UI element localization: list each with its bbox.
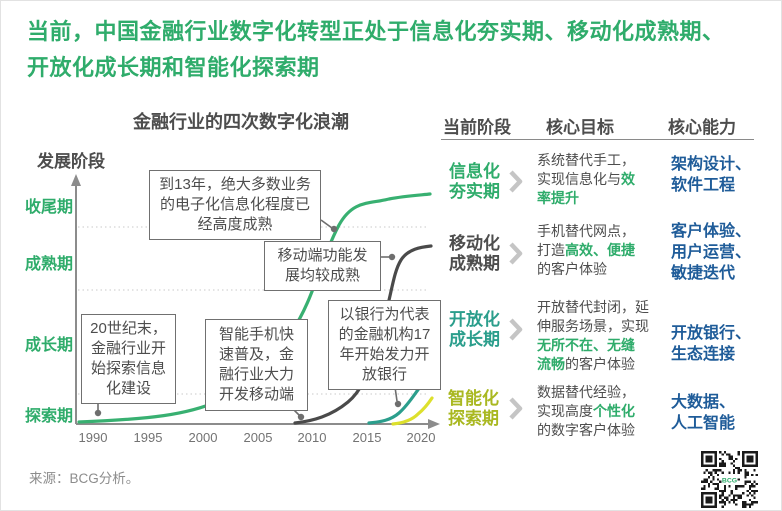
callout-info-mature: 到13年，绝大多数业务的电子化信息化程度已经高度成熟 [149,170,321,240]
stage-label-open: 开放化 成长期 [449,310,500,349]
header-core-capability: 核心能力 [668,118,736,137]
stage-label-informatization: 信息化 夯实期 [449,162,500,201]
qr-finder-patterns [701,451,758,508]
chevron-right-icon [509,397,523,420]
callout-open-start: 以银行为代表的金融机构17年开始发力开放银行 [328,300,441,390]
y-stage-label-exploration: 探索期 [24,408,73,425]
stage-label-intelligent: 智能化 探索期 [448,389,499,428]
capability-open: 开放银行、 生态连接 [671,325,752,363]
qr-code: BCG [701,451,758,508]
x-tick-2010: 2010 [297,430,327,445]
chart-title: 金融行业的四次数字化浪潮 [133,112,349,132]
goal-intelligent: 数据替代经验， 实现高度个性化 的数字客户体验 [537,384,635,438]
chevron-right-icon [509,242,523,265]
header-current-stage: 当前阶段 [443,118,511,137]
y-stage-label-ending: 收尾期 [24,199,73,216]
capability-intelligent: 大数据、 人工智能 [671,394,736,432]
x-tick-2000: 2000 [188,430,218,445]
chevron-right-icon [509,170,523,193]
goal-mobile: 手机替代网点， 打造高效、便捷 的客户体验 [537,223,635,277]
y-stage-label-maturity: 成熟期 [24,256,73,273]
page-title: 当前，中国金融行业数字化转型正处于信息化夯实期、移动化成熟期、 开放化成长期和智… [27,19,725,80]
x-tick-2015: 2015 [352,430,382,445]
x-tick-2005: 2005 [243,430,273,445]
goal-informatization: 系统替代手工， 实现信息化与效 率提升 [537,152,635,206]
y-axis-title: 发展阶段 [37,152,105,171]
header-core-goal: 核心目标 [546,118,614,137]
callout-info-start: 20世纪末，金融行业开始探索信息化建设 [81,314,176,404]
capability-informatization: 架构设计、 软件工程 [671,156,752,194]
x-tick-1990: 1990 [78,430,108,445]
chevron-right-icon [509,318,523,341]
x-tick-2020: 2020 [406,430,436,445]
header-divider [441,139,754,140]
capability-mobile: 客户体验、 用户运营、 敏捷迭代 [671,223,752,282]
stage-label-mobile: 移动化 成熟期 [449,234,500,273]
y-stage-label-growth: 成长期 [24,337,73,354]
qr-center-label: BCG [722,477,737,484]
callout-mobile-mature: 移动端功能发展均较成熟 [264,241,381,291]
curve-intelligent [391,396,434,426]
source-note: 来源：BCG分析。 [29,471,140,486]
x-tick-1995: 1995 [133,430,163,445]
goal-open: 开放替代封闭，延 伸服务场景，实现 无所不在、无缝 流畅的客户体验 [537,299,649,372]
callout-mobile-start: 智能手机快速普及，金融行业大力开发移动端 [205,319,308,411]
